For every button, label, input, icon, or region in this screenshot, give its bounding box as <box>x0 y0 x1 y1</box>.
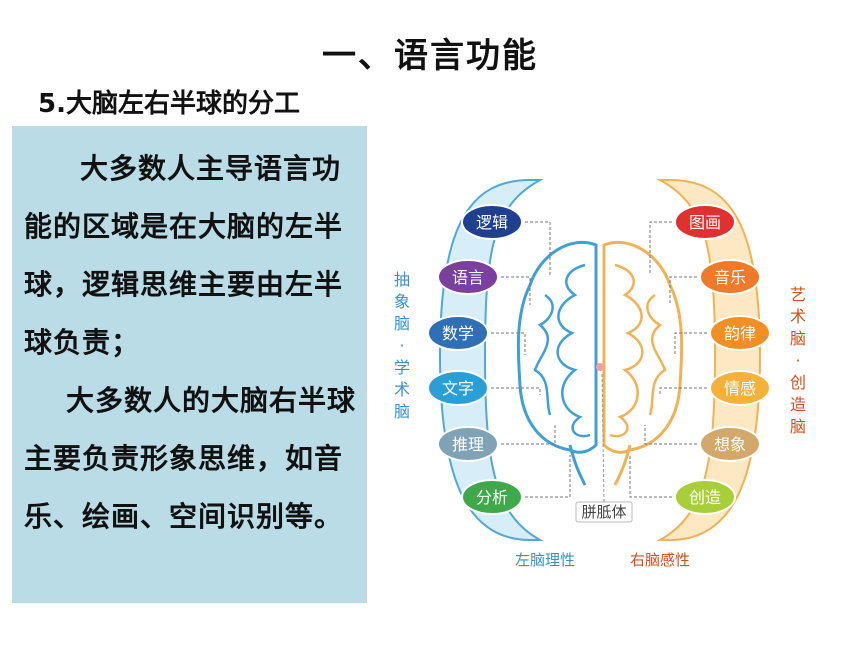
left-function-pill <box>461 204 523 240</box>
left-function-label: 推理 <box>452 435 484 454</box>
left-function-label: 文字 <box>442 379 474 398</box>
connector-line-left <box>496 276 531 305</box>
right-function-pill <box>674 204 736 240</box>
right-function-label: 韵律 <box>724 324 756 343</box>
corpus-callosum-pointer <box>601 372 605 503</box>
corpus-callosum-label: 胼胝体 <box>581 503 626 521</box>
right-function-label: 创造 <box>689 488 721 507</box>
right-function-pill <box>699 259 761 295</box>
right-function-label: 情感 <box>724 379 756 398</box>
left-brain-hemisphere <box>516 240 598 486</box>
connector-line-right <box>669 276 702 305</box>
paragraph-right-hemisphere: 大多数人的大脑右半球主要负责形象思维，如音乐、绘画、空间识别等。 <box>24 384 357 533</box>
section-subtitle: 5.大脑左右半球的分工 <box>38 89 300 119</box>
right-brain-hemisphere <box>602 240 684 486</box>
text-panel: 大多数人主导语言功能的区域是在大脑的左半球，逻辑思维主要由左半球负责； 大多数人… <box>12 126 367 603</box>
left-function-label: 逻辑 <box>476 213 508 232</box>
left-function-label: 语言 <box>452 268 484 287</box>
paragraph-left-hemisphere: 大多数人主导语言功能的区域是在大脑的左半球，逻辑思维主要由左半球负责； <box>24 152 344 359</box>
left-function-pill <box>461 479 523 515</box>
connector-line-left <box>496 425 556 445</box>
right-function-pill <box>709 370 771 406</box>
connector-line-right <box>674 332 712 355</box>
corpus-callosum-dot <box>596 363 604 371</box>
right-function-pill <box>709 315 771 351</box>
right-side-label: 艺术脑·创造脑 <box>790 285 806 436</box>
connector-line-left <box>520 221 551 275</box>
right-bottom-label: 右脑感性 <box>630 551 690 569</box>
right-function-pill <box>699 426 761 462</box>
left-side-label: 抽象脑·学术脑 <box>394 270 410 421</box>
connector-line-left <box>486 387 541 395</box>
left-bottom-label: 左脑理性 <box>515 551 575 569</box>
connector-lines <box>486 221 712 498</box>
page-title: 一、语言功能 <box>322 36 538 76</box>
left-function-pill <box>437 426 499 462</box>
right-function-pill <box>674 479 736 515</box>
left-function-pill <box>427 315 489 351</box>
connector-line-right <box>649 221 677 275</box>
connector-line-right <box>659 387 712 395</box>
left-function-pill <box>437 259 499 295</box>
connector-line-right <box>629 455 677 498</box>
left-function-label: 分析 <box>476 488 508 507</box>
right-function-label: 图画 <box>689 213 721 232</box>
connector-line-left <box>486 332 526 355</box>
left-function-pill <box>427 370 489 406</box>
connector-line-left <box>520 455 571 498</box>
connector-line-right <box>644 425 702 445</box>
left-function-label: 数学 <box>442 324 474 343</box>
right-function-label: 想象 <box>714 435 746 454</box>
right-function-label: 音乐 <box>714 268 746 287</box>
